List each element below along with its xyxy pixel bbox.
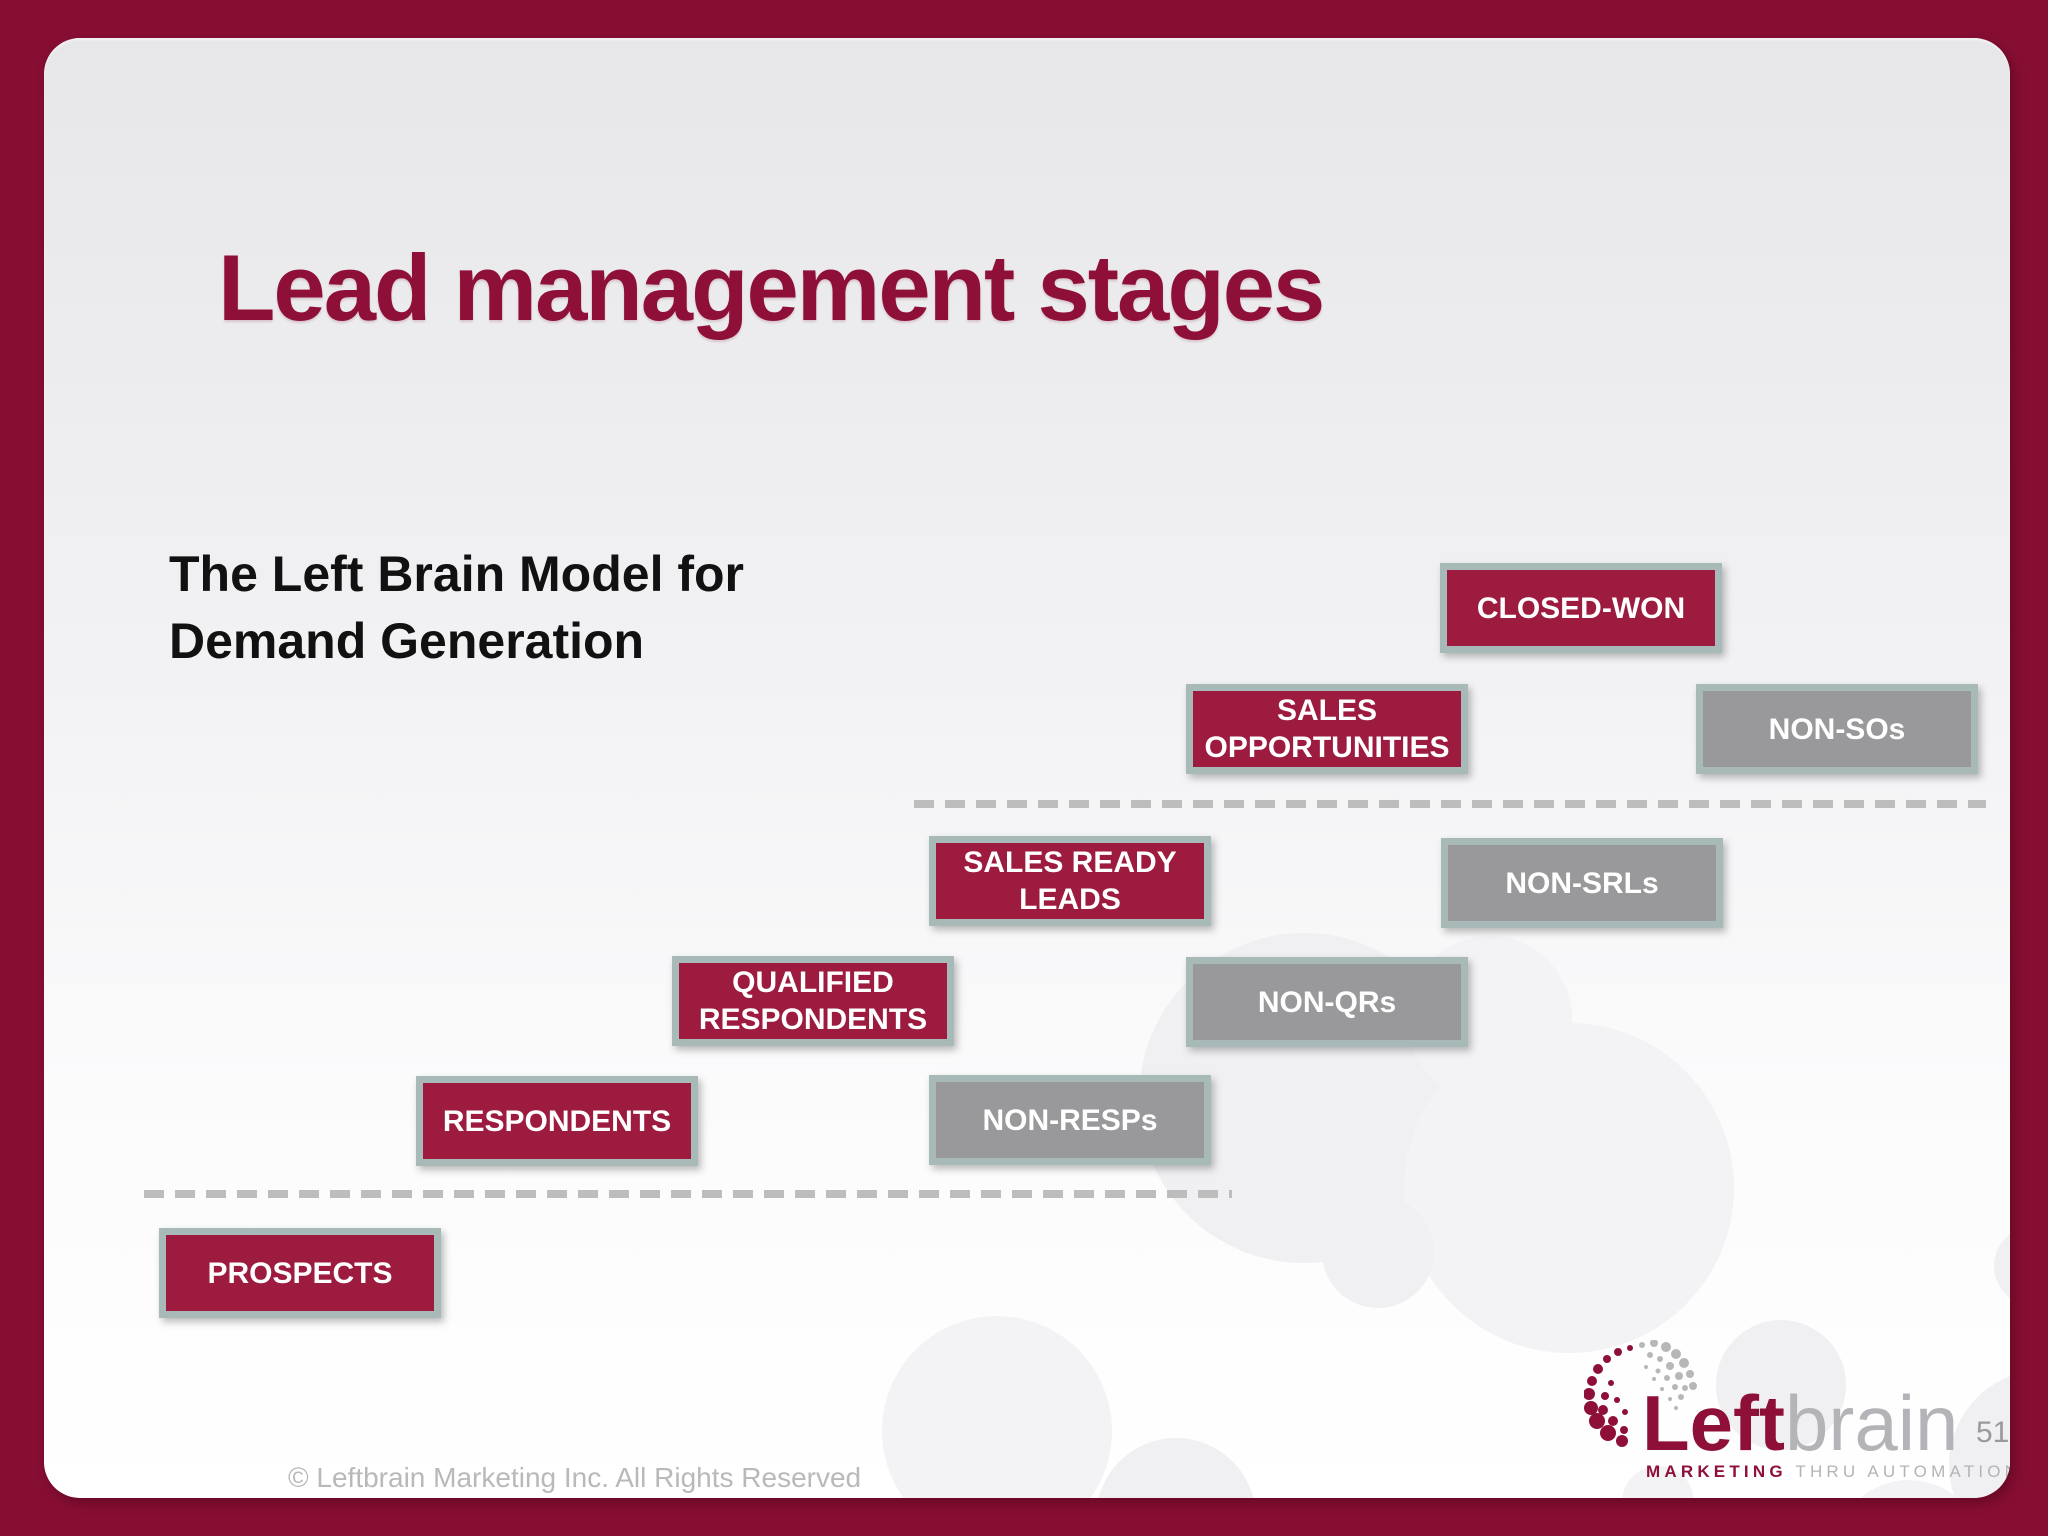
stage-label: CLOSED-WON — [1476, 591, 1686, 625]
wordmark-left: Left — [1642, 1379, 1785, 1467]
leftbrain-dots-icon — [1584, 1340, 1697, 1447]
slide-subtitle: The Left Brain Model for Demand Generati… — [169, 546, 744, 669]
decorative-circle — [1322, 1196, 1434, 1308]
slide-canvas: Lead management stages The Left Brain Mo… — [44, 38, 2010, 1498]
stage-box-sales-opportunities: SALES OPPORTUNITIES — [1186, 684, 1468, 774]
stage-label: RESPONDENTS — [442, 1104, 672, 1138]
stage-box-sales-ready-leads: SALES READY LEADS — [929, 836, 1211, 926]
tagline-thru-automation: THRU AUTOMATION — [1795, 1462, 2010, 1481]
decorative-circle — [882, 1316, 1112, 1498]
stage-label: PROSPECTS — [207, 1256, 393, 1290]
wordmark-right: brain — [1784, 1379, 1959, 1467]
stage-box-non-srls: NON-SRLs — [1441, 838, 1723, 928]
stage-box-respondents: RESPONDENTS — [416, 1076, 698, 1166]
page-title: Lead management stages — [218, 235, 1325, 340]
divider-dashed-upper — [914, 800, 1986, 808]
copyright-text: © Leftbrain Marketing Inc. All Rights Re… — [288, 1462, 862, 1493]
leftbrain-logo: Leftbrain MARKETING THRU AUTOMATION — [1584, 1338, 2010, 1488]
decorative-circle — [1994, 1226, 2010, 1306]
stage-label: NON-SRLs — [1505, 866, 1659, 900]
decorative-circle — [1716, 1320, 1846, 1450]
stage-box-non-qrs: NON-QRs — [1186, 957, 1468, 1047]
decorative-circle — [1096, 1438, 1256, 1498]
stage-box-non-sos: NON-SOs — [1696, 684, 1978, 774]
stage-box-closed-won: CLOSED-WON — [1440, 563, 1722, 653]
leftbrain-wordmark: Leftbrain — [1642, 1378, 1958, 1469]
stage-label: NON-SOs — [1768, 712, 1906, 746]
stage-label: NON-RESPs — [982, 1103, 1158, 1137]
stage-label: SALES READY LEADS — [963, 846, 1177, 916]
stage-label: NON-QRs — [1257, 985, 1397, 1019]
divider-dashed-lower — [144, 1190, 1232, 1198]
page-number: 51 — [1976, 1416, 2010, 1449]
stage-label: SALES OPPORTUNITIES — [1204, 694, 1450, 764]
stage-box-non-respondents: NON-RESPs — [929, 1075, 1211, 1165]
tagline-marketing: MARKETING — [1646, 1462, 1787, 1481]
stage-label: QUALIFIED RESPONDENTS — [698, 966, 928, 1036]
stage-box-qualified-respondents: QUALIFIED RESPONDENTS — [672, 956, 954, 1046]
leftbrain-tagline: MARKETING THRU AUTOMATION — [1646, 1462, 2010, 1482]
stage-box-prospects: PROSPECTS — [159, 1228, 441, 1318]
